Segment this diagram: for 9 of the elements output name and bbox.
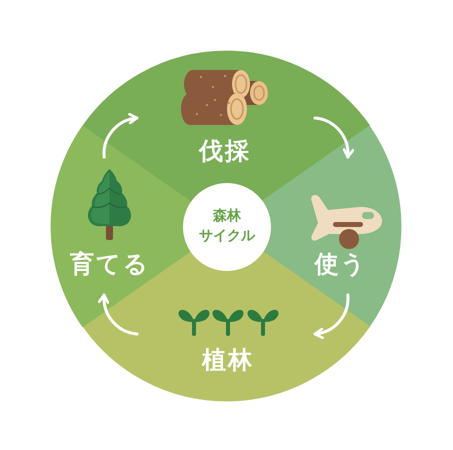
segment-label: 植林 (202, 346, 254, 374)
cycle-arrow (314, 293, 350, 339)
cycle-arrow (98, 293, 138, 336)
cycle-arrow (314, 116, 354, 159)
segment-label: 育てる (70, 250, 150, 278)
cycle-arrow (102, 113, 138, 159)
segment-label: 使う (314, 250, 368, 278)
hub-label: 森林サイクル (198, 207, 256, 246)
segment-label: 伐採 (198, 138, 251, 164)
